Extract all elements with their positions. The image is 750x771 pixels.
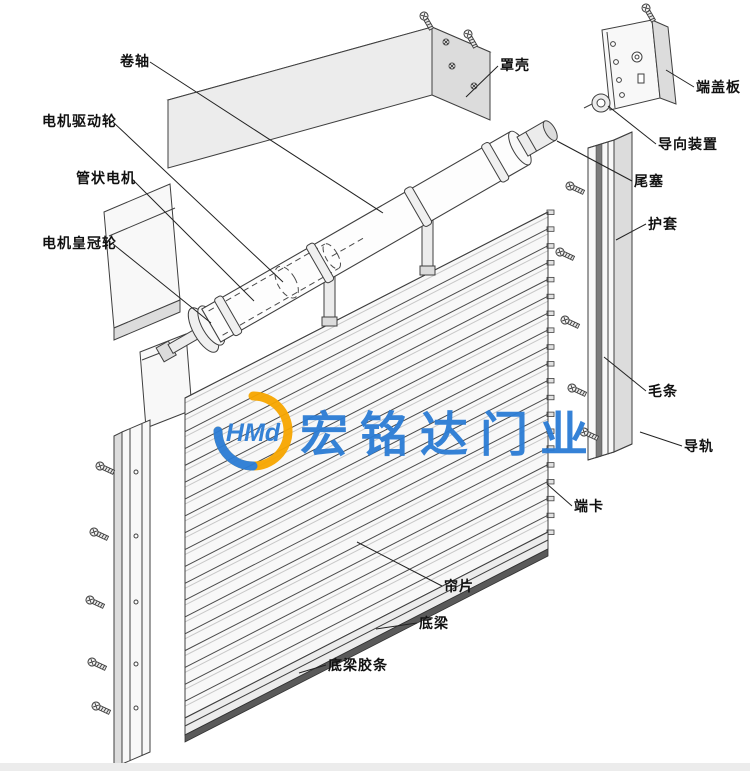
- motor-drive-wheel-drawing: [274, 265, 299, 299]
- hanging-straps-drawing: [321, 219, 436, 327]
- guide-device-drawing: [583, 93, 611, 113]
- housing-cover-drawing: [166, 26, 492, 169]
- label-end-cover-plate: 端盖板: [696, 79, 741, 95]
- mounting-screws: [85, 3, 657, 715]
- bottom-beam-drawing: [184, 531, 549, 743]
- tubular-motor-hidden-drawing: [208, 237, 364, 336]
- label-end-clip: 端卡: [574, 498, 604, 514]
- label-guide-rail: 导轨: [684, 438, 714, 454]
- tail-plug-drawing: [516, 120, 558, 157]
- label-tubular-motor: 管状电机: [76, 170, 136, 186]
- bottom-edge-strip: [0, 763, 750, 771]
- leader-lines: [112, 61, 695, 674]
- roller-shaft-drawing: [155, 120, 558, 363]
- label-guide-device: 导向装置: [658, 136, 718, 152]
- label-housing-cover: 罩壳: [500, 57, 530, 73]
- logo-text: HMd: [226, 419, 281, 447]
- label-bottom-beam-rubber: 底梁胶条: [328, 657, 388, 673]
- label-sheath: 护套: [648, 216, 678, 232]
- label-curtain-slat: 帘片: [444, 578, 474, 594]
- watermark: HMd 宏铭达门业: [213, 391, 600, 471]
- right-guide-rail-drawing: [587, 131, 633, 461]
- motor-bracket-drawing: [103, 183, 181, 341]
- label-bottom-beam: 底梁: [419, 615, 449, 631]
- company-name-text: 宏铭达门业: [300, 409, 600, 462]
- curtain-drawing: [184, 209, 555, 719]
- label-motor-drive-wheel: 电机驱动轮: [42, 113, 117, 129]
- label-motor-crown-wheel: 电机皇冠轮: [42, 235, 117, 251]
- curtain-slat-lines: [184, 216, 549, 707]
- label-tail-plug: 尾塞: [634, 173, 664, 189]
- company-logo: HMd: [213, 391, 293, 471]
- label-roller-shaft: 卷轴: [120, 53, 150, 69]
- bottom-rubber-strip-drawing: [184, 548, 549, 743]
- curtain-end-clips: [546, 209, 555, 535]
- end-cover-plate-drawing: [583, 19, 677, 113]
- left-guide-rail-drawing: [113, 419, 151, 769]
- label-brush-strip: 毛条: [648, 383, 678, 399]
